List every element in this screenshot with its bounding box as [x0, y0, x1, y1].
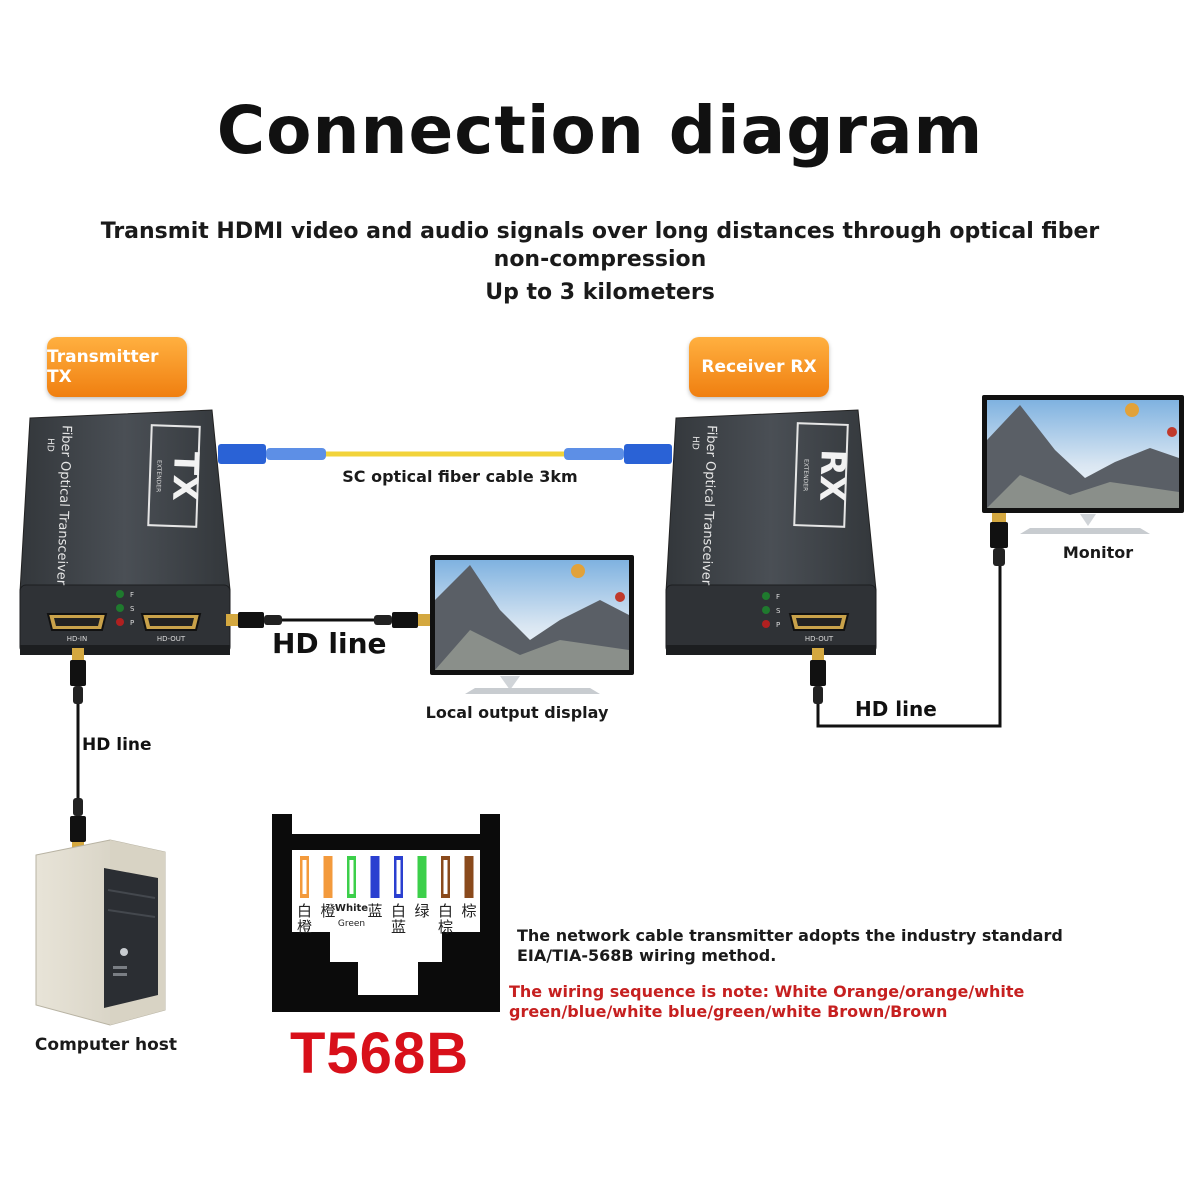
t568b-pin-label: 蓝	[391, 918, 406, 936]
t568b-pin-label: 白	[297, 902, 312, 920]
t568b-pin-label: 棕	[461, 902, 476, 920]
t568b-pin-label: 橙	[320, 902, 335, 920]
tx-port-out-label: HD-OUT	[157, 635, 186, 643]
t568b-pin-2	[323, 856, 333, 898]
t568b-pin-label: Green	[338, 919, 365, 929]
receiver-device: RX EXTENDER Fiber Optical Transceiver HD…	[665, 409, 877, 655]
subtitle: Transmit HDMI video and audio signals ov…	[100, 219, 1100, 272]
tx-port-in-label: HD-IN	[67, 635, 87, 643]
connector-boot-left	[266, 448, 326, 460]
computer-host	[35, 839, 166, 1026]
fiber-cable	[218, 444, 672, 464]
t568b-pin-label: White	[335, 903, 368, 914]
wiring-standard-note: The network cable transmitter adopts the…	[517, 926, 1063, 965]
monitor	[982, 395, 1184, 534]
rx-logo-sub: EXTENDER	[801, 459, 809, 492]
t568b-pin-6	[417, 856, 427, 898]
rx-brand: HD	[690, 436, 700, 450]
t568b-pin-stripe	[443, 860, 448, 894]
local-display-label: Local output display	[426, 703, 609, 722]
t568b-pin-stripe	[349, 860, 354, 894]
hd-line-monitor-label: HD line	[855, 697, 937, 721]
t568b-pin-stripe	[396, 860, 401, 894]
balloon-icon	[615, 592, 625, 602]
sc-connector-right	[624, 444, 672, 464]
balloon-icon	[571, 564, 585, 578]
t568b-pin-8	[464, 856, 474, 898]
tx-led-f-label: F	[130, 591, 134, 599]
tx-led-s-label: S	[130, 605, 135, 613]
balloon-icon	[1167, 427, 1177, 437]
hd-cable-local	[226, 612, 430, 628]
t568b-pin-label: 橙	[297, 918, 312, 936]
transmitter-badge: Transmitter TX	[47, 337, 187, 397]
connector-boot-right	[564, 448, 624, 460]
balloon-icon	[1125, 403, 1139, 417]
hd-line-host-label: HD line	[82, 735, 152, 755]
tx-led-f-icon	[116, 590, 124, 598]
tx-side-text: Fiber Optical Transceiver	[53, 425, 74, 586]
t568b-pin-label: 白	[391, 902, 406, 920]
transmitter-device: TX EXTENDER Fiber Optical Transceiver HD…	[19, 409, 231, 655]
rx-port-out-label: HD-OUT	[805, 635, 834, 643]
monitor-label: Monitor	[1063, 543, 1133, 562]
rx-led-p-label: P	[776, 621, 780, 629]
hd-line-local-label: HD line	[272, 627, 387, 660]
computer-host-label: Computer host	[35, 1035, 177, 1055]
page-title: Connection diagram	[216, 92, 984, 169]
rx-led-s-icon	[762, 606, 770, 614]
pc-front-panel	[104, 868, 158, 1008]
t568b-label: T568B	[290, 1021, 470, 1086]
tx-logo: TX	[164, 451, 206, 502]
rx-led-s-label: S	[776, 607, 781, 615]
hd-cable-monitor	[810, 512, 1008, 728]
tx-led-p-icon	[116, 618, 124, 626]
power-button-icon	[120, 948, 128, 956]
rx-led-f-icon	[762, 592, 770, 600]
rx-led-p-icon	[762, 620, 770, 628]
tx-brand: HD	[45, 438, 55, 452]
t568b-pin-label: 蓝	[367, 902, 382, 920]
local-output-display	[430, 555, 634, 694]
range-text: Up to 3 kilometers	[485, 280, 715, 305]
t568b-pin-label: 绿	[414, 902, 429, 920]
rx-side-text: Fiber Optical Transceiver	[698, 425, 719, 586]
t568b-pin-label: 棕	[438, 918, 453, 936]
receiver-badge: Receiver RX	[689, 337, 829, 397]
fiber-cable-label: SC optical fiber cable 3km	[342, 467, 577, 486]
tx-led-p-label: P	[130, 619, 134, 627]
rx-led-f-label: F	[776, 593, 780, 601]
wiring-sequence-note: The wiring sequence is note: White Orang…	[509, 982, 1025, 1021]
tx-logo-sub: EXTENDER	[154, 460, 162, 493]
t568b-pin-label: 白	[438, 902, 453, 920]
rx-logo: RX	[811, 448, 853, 502]
sc-connector-left	[218, 444, 266, 464]
t568b-pin-4	[370, 856, 380, 898]
tx-led-s-icon	[116, 604, 124, 612]
t568b-pin-stripe	[302, 860, 307, 894]
